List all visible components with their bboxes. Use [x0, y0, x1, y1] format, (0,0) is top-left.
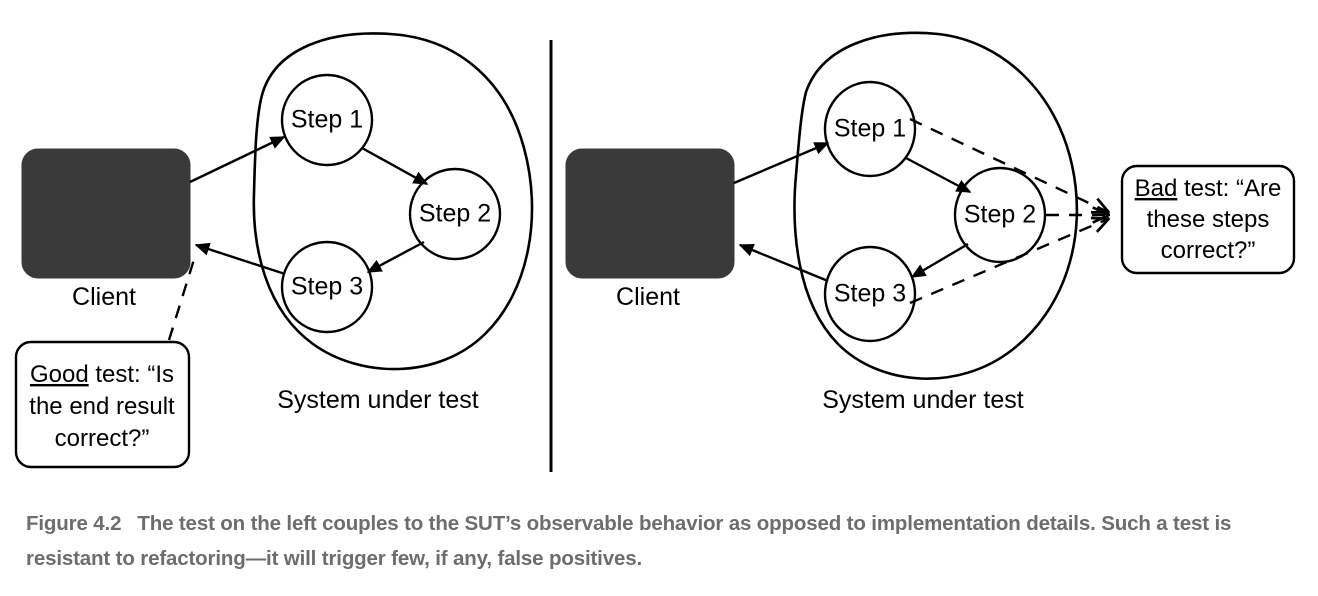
arrow-client-to-step1-right — [733, 141, 830, 185]
step-1-label-left: Step 1 — [291, 106, 363, 134]
client-box-right — [565, 148, 735, 279]
step-1-label-right: Step 1 — [834, 115, 906, 143]
arrow-step3-to-client-right — [738, 243, 829, 283]
step-3-label-left: Step 3 — [291, 273, 363, 301]
bad-test-emphasis: Bad — [1135, 175, 1178, 202]
figure-diagram: Client Step 1 Step 2 Step 3 System under… — [14, 31, 1296, 472]
figure-caption-text: The test on the left couples to the SUT’… — [26, 512, 1232, 571]
dashed-step3-to-bad-test — [909, 219, 1108, 305]
client-label-left: Client — [72, 283, 136, 311]
bad-test-callout-box — [1120, 164, 1296, 275]
sut-boundary-left — [252, 32, 534, 371]
step-3-circle-left — [280, 240, 374, 334]
good-test-callout-line-1: Good test: “Is — [30, 361, 174, 388]
bad-test-callout-line-2: these steps — [1147, 206, 1270, 233]
step-1-circle-left — [280, 73, 374, 167]
sut-label-right: System under test — [822, 386, 1024, 414]
good-test-callout-box — [14, 340, 191, 469]
step-2-label-left: Step 2 — [419, 200, 491, 228]
step-3-circle-right — [823, 245, 917, 343]
dashed-good-test-link — [167, 252, 198, 341]
step-2-label-right: Step 2 — [964, 201, 1036, 229]
step-1-circle-right — [823, 80, 917, 178]
step-2-circle-left — [408, 167, 502, 261]
sut-boundary-right — [793, 31, 1079, 380]
good-test-callout-line-3: correct?” — [55, 425, 150, 452]
client-box-left — [21, 148, 191, 279]
bad-test-line1-rest: test: “Are — [1177, 175, 1281, 202]
figure-caption-number: Figure 4.2 — [26, 512, 122, 535]
good-test-emphasis: Good — [30, 361, 89, 388]
good-test-line1-rest: test: “Is — [89, 361, 174, 388]
step-3-label-right: Step 3 — [834, 280, 906, 308]
arrow-step1-to-step2-right — [905, 156, 972, 194]
arrow-step2-to-step3-right — [910, 242, 969, 279]
bad-test-callout-line-3: correct?” — [1161, 237, 1256, 264]
good-test-callout-line-2: the end result — [29, 393, 175, 420]
client-label-right: Client — [616, 283, 680, 311]
arrow-client-to-step1-left — [189, 135, 286, 184]
arrow-step3-to-client-left — [194, 242, 286, 276]
arrow-step2-to-step3-left — [366, 240, 425, 274]
sut-label-left: System under test — [277, 386, 479, 414]
bad-test-callout-line-1: Bad test: “Are — [1135, 175, 1282, 202]
arrow-step1-to-step2-left — [361, 146, 429, 186]
right-panel: Client Step 1 Step 2 Step 3 Syst — [565, 31, 1296, 414]
left-panel: Client Step 1 Step 2 Step 3 System under… — [14, 32, 534, 469]
step-2-circle-right — [953, 166, 1047, 264]
